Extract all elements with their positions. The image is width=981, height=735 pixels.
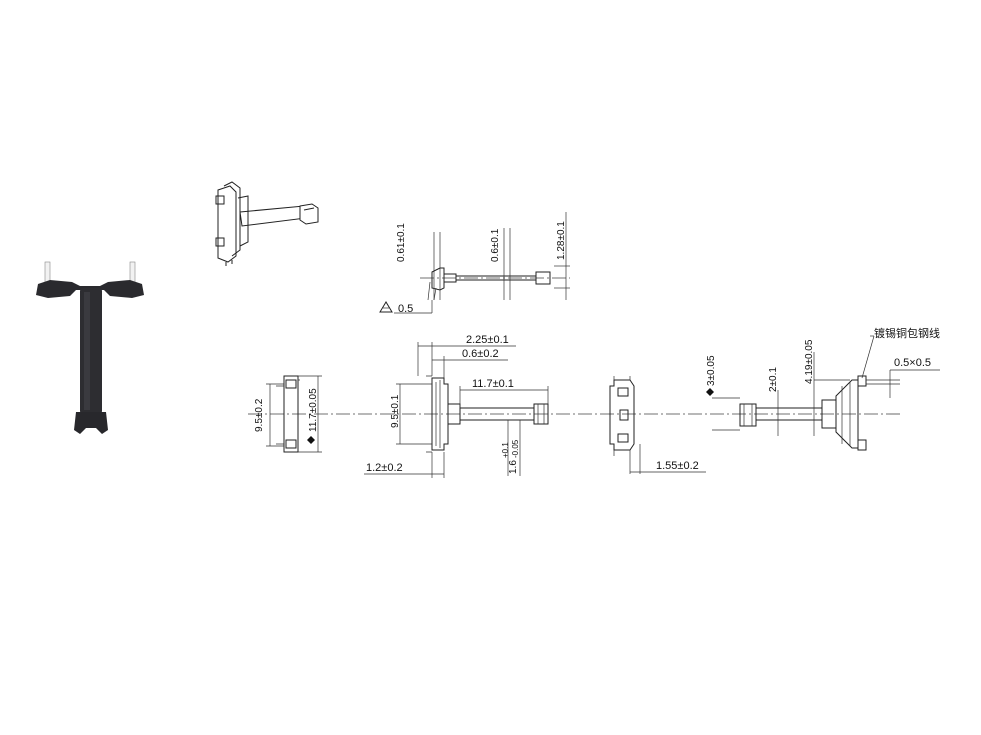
dim-side-1: 0.6±0.2	[462, 348, 499, 360]
side-view	[364, 342, 549, 478]
isometric-sketch	[215, 181, 319, 266]
dim-end-left-0: 9.5±0.2	[254, 398, 265, 432]
dim-rear-2: 4.19±0.05	[804, 339, 815, 384]
dim-side-5: 1.6	[508, 460, 519, 474]
rear-view	[706, 335, 940, 451]
dim-side-4: 1.2±0.2	[366, 462, 403, 474]
dim-side-0: 2.25±0.1	[466, 334, 509, 346]
dim-top-1: 0.6±0.1	[490, 228, 501, 262]
end-view-right	[609, 376, 706, 474]
dim-side-tol-upper: +0.1	[501, 442, 510, 458]
end-view-left	[266, 375, 322, 453]
wire-material-note: 镀锡铜包钢线	[874, 326, 940, 340]
dim-rear-0: 3±0.05	[706, 355, 717, 386]
dim-top-2: 1.28±0.1	[556, 221, 567, 260]
dim-rear-3: 0.5×0.5	[894, 357, 931, 369]
dim-side-2: 11.7±0.1	[472, 378, 514, 390]
dim-top-0: 0.61±0.1	[396, 223, 407, 262]
dim-side-tol-lower: -0.05	[511, 439, 520, 458]
product-photo	[36, 261, 144, 434]
top-view	[379, 212, 570, 314]
dim-rear-1: 2±0.1	[768, 367, 779, 392]
dim-flatness: 0.5	[398, 303, 413, 315]
dim-end-right-0: 1.55±0.2	[656, 460, 699, 472]
dim-end-left-1: 11.7±0.05	[308, 388, 319, 432]
dim-side-3: 9.5±0.1	[390, 394, 401, 428]
